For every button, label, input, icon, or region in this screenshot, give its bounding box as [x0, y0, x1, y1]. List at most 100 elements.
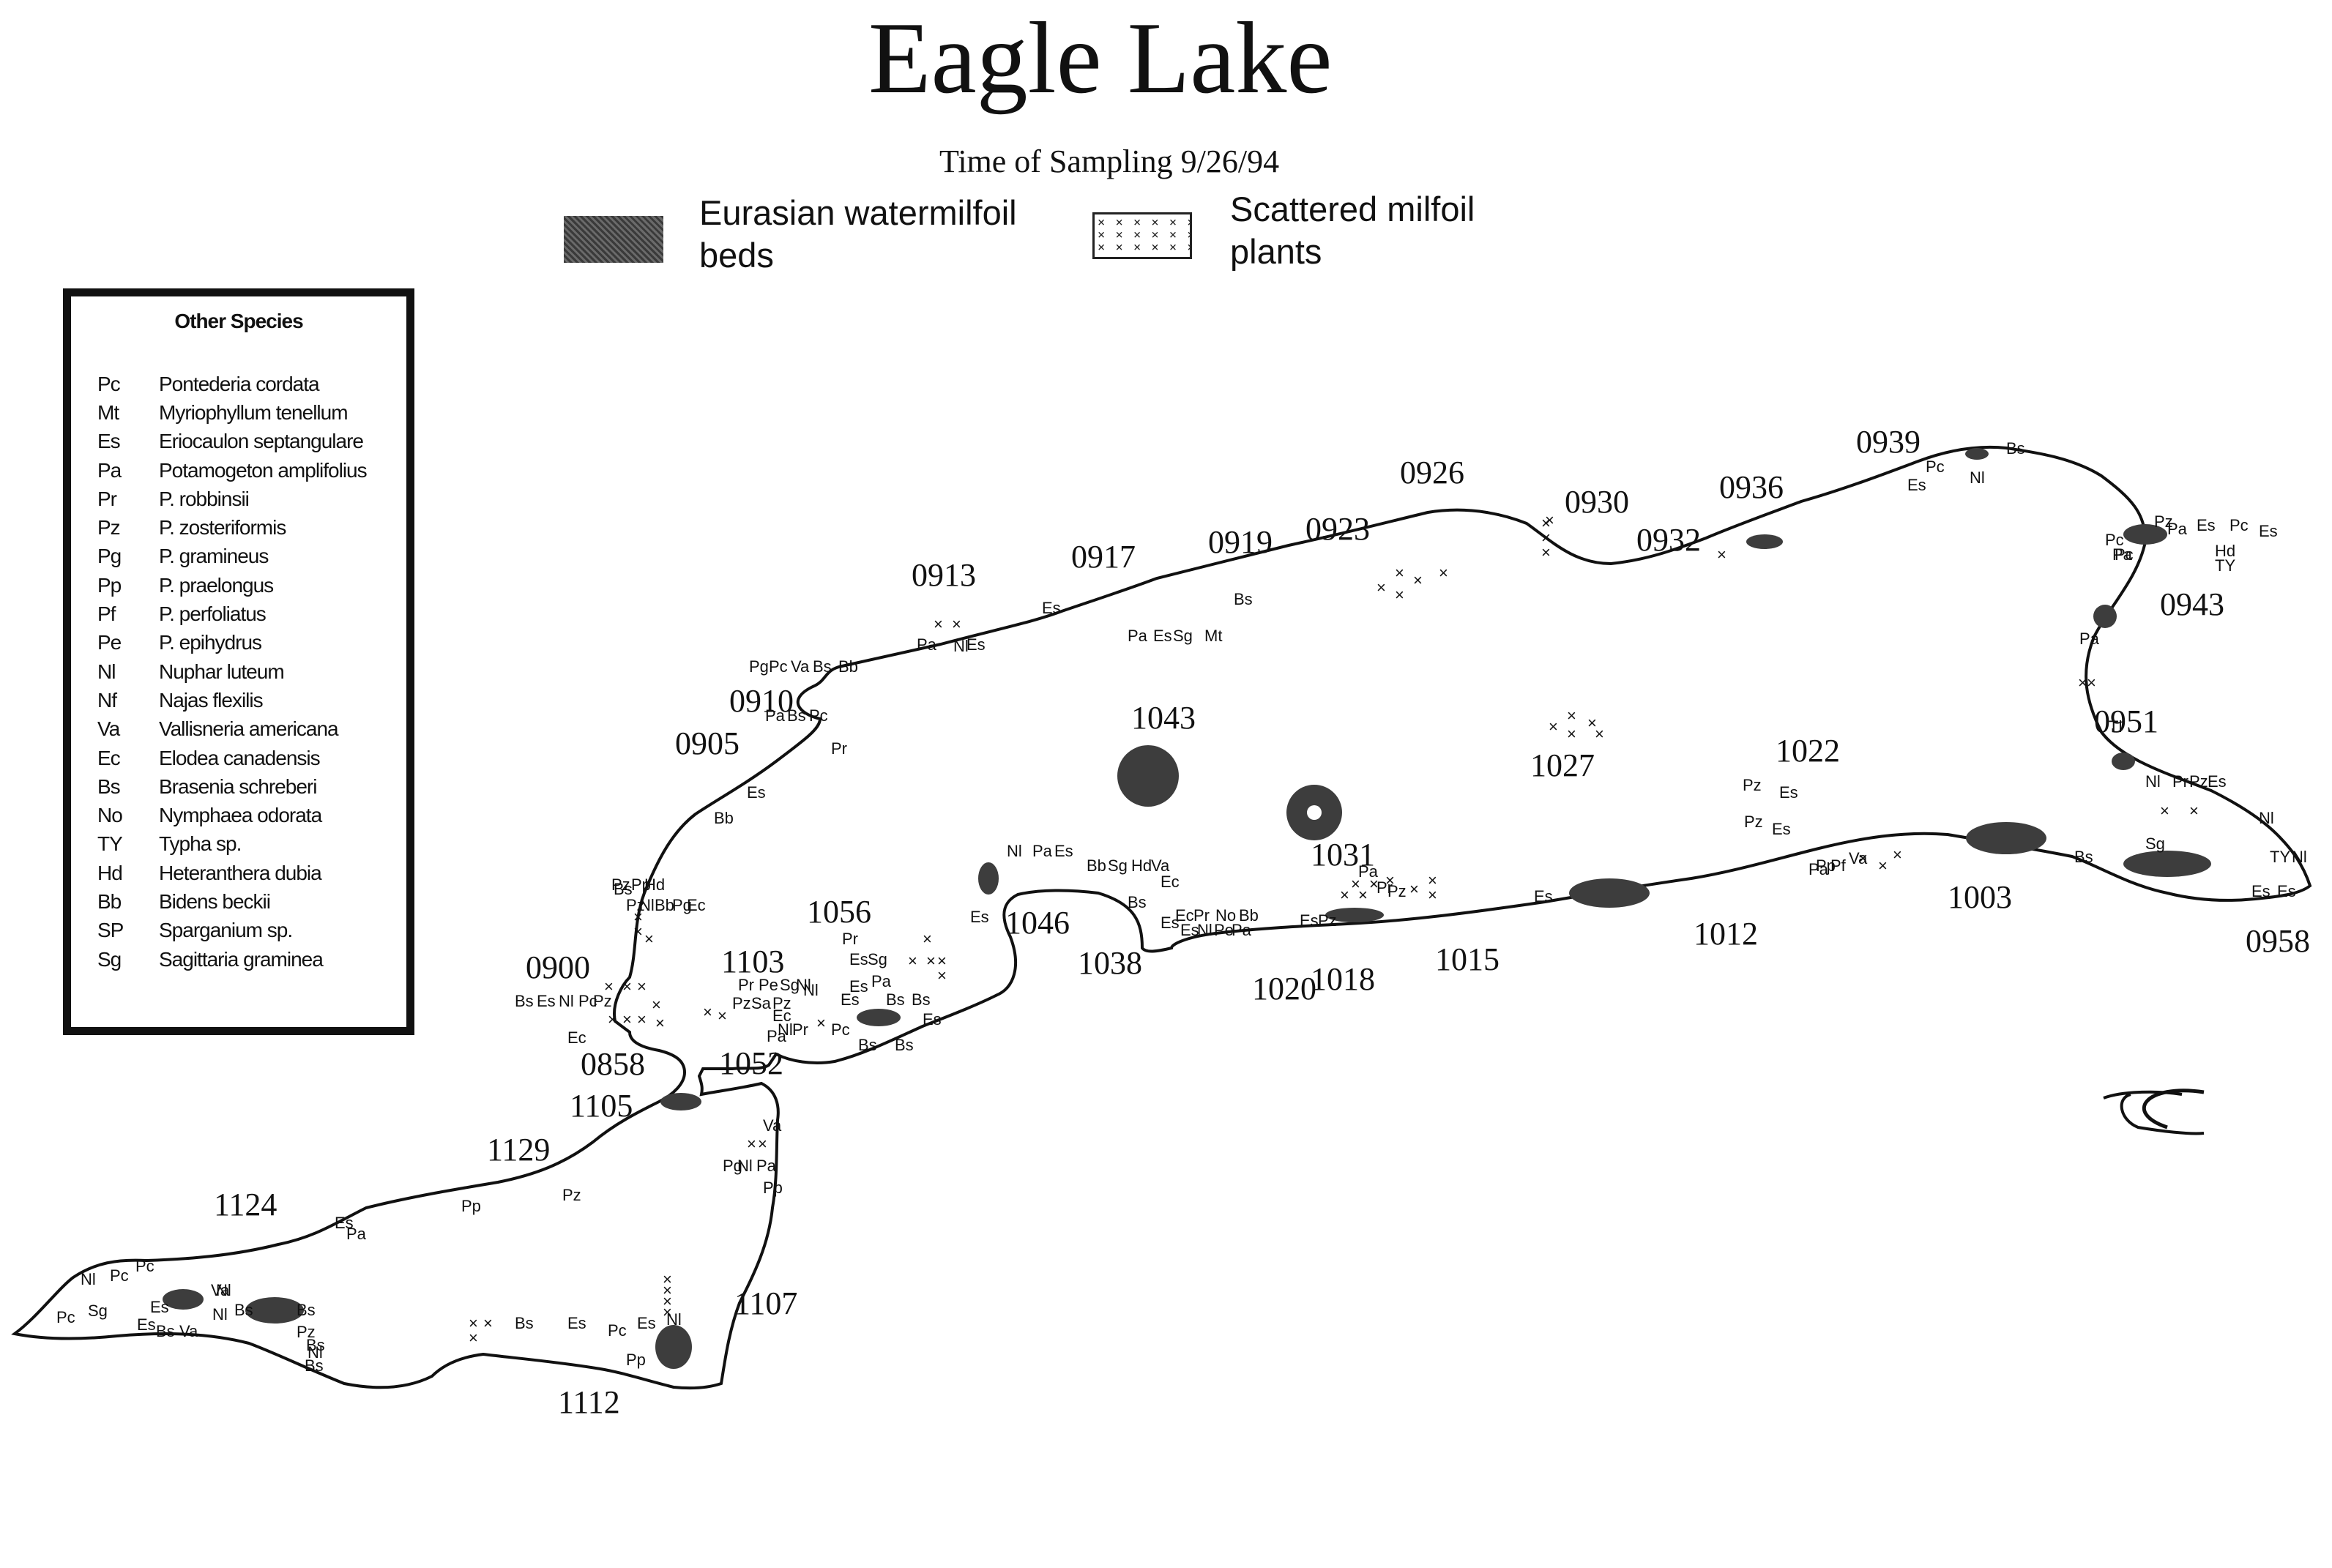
- species-mark: Sg: [1108, 856, 1128, 875]
- species-mark: Bs: [2074, 848, 2093, 866]
- species-mark: Pc: [578, 992, 597, 1010]
- milfoil-bed: [2093, 605, 2117, 628]
- site-label: 0919: [1208, 524, 1273, 560]
- species-mark: Pz: [732, 994, 751, 1012]
- species-mark: Nl: [2145, 772, 2161, 791]
- species-name: P. epihydrus: [159, 631, 262, 654]
- species-mark: Bs: [297, 1301, 316, 1319]
- scattered-plant-icon: ×: [758, 1135, 767, 1153]
- species-mark: Ec: [687, 896, 706, 914]
- species-mark: Es: [1153, 627, 1172, 645]
- scattered-plant-icon: ×: [2087, 673, 2096, 692]
- species-mark: Pr: [738, 976, 754, 994]
- species-code: Bs: [97, 774, 121, 798]
- species-mark: Bs: [614, 880, 633, 898]
- species-name: P. zosteriformis: [159, 516, 286, 540]
- species-mark: Pa: [871, 972, 892, 990]
- site-label: 0905: [675, 725, 740, 761]
- species-mark: Nl: [953, 637, 969, 655]
- species-mark: Pz: [1318, 911, 1337, 930]
- milfoil-bed: [245, 1297, 304, 1324]
- species-mark: Pa: [917, 635, 937, 654]
- site-label: 1031: [1311, 837, 1375, 873]
- scattered-plant-icon: ×: [1428, 871, 1437, 889]
- species-code: Es: [97, 430, 121, 453]
- scattered-plant-icon: ×: [1428, 886, 1437, 904]
- species-mark: Hd: [1131, 856, 1152, 875]
- site-label: 1046: [1005, 905, 1070, 941]
- species-mark: Ec: [1175, 906, 1194, 925]
- scattered-plant-icon: ×: [1549, 717, 1558, 736]
- species-mark: Pc: [56, 1308, 75, 1326]
- site-label: 0930: [1565, 484, 1629, 520]
- species-mark: Nl: [1970, 468, 1985, 487]
- species-mark: Hd: [2215, 542, 2235, 560]
- species-mark: Nl: [81, 1270, 96, 1288]
- scattered-plant-icon: ×: [1439, 564, 1448, 582]
- site-label: 1027: [1530, 747, 1595, 783]
- species-code: Pe: [97, 631, 122, 654]
- species-mark: Pr: [1193, 906, 1210, 925]
- scattered-plant-icon: ×: [622, 1010, 632, 1028]
- scattered-plant-icon: ×: [1409, 880, 1419, 898]
- scattered-plant-icon: ×: [937, 966, 947, 985]
- species-entry: Pe P. epihydrus: [97, 629, 367, 657]
- species-mark: Bs: [895, 1036, 914, 1054]
- species-mark: Nl: [666, 1310, 682, 1329]
- species-mark: Pr: [831, 739, 847, 758]
- scattered-plant-icon: ×: [816, 1014, 826, 1032]
- species-mark: Nl: [212, 1305, 228, 1324]
- milfoil-bed: [2123, 524, 2167, 545]
- species-mark: Pe: [1214, 921, 1234, 939]
- milfoil-bed: [2123, 851, 2211, 877]
- scattered-plant-icon: ×: [1545, 511, 1554, 529]
- site-label: 1056: [807, 894, 871, 930]
- species-name: Pontederia cordata: [159, 372, 320, 395]
- site-label: 1107: [734, 1285, 797, 1321]
- species-mark: Sg: [868, 950, 887, 968]
- species-mark: Pc: [608, 1321, 627, 1340]
- species-code: Ec: [97, 746, 121, 769]
- species-mark: Nl: [639, 896, 655, 914]
- species-mark: Es: [849, 977, 868, 996]
- species-mark: Nl: [1197, 921, 1212, 939]
- milfoil-beds: [163, 448, 2211, 1369]
- species-code: Pc: [97, 372, 121, 395]
- species-mark: Pc: [769, 657, 788, 676]
- site-label: 1022: [1776, 733, 1840, 769]
- species-mark: Pz: [2189, 772, 2208, 791]
- species-mark: Pr: [842, 930, 858, 948]
- site-label: 1103: [721, 944, 784, 979]
- species-mark: Es: [335, 1214, 354, 1232]
- species-mark: Es: [970, 908, 989, 926]
- species-mark: Pa: [765, 706, 786, 725]
- species-mark: Nl: [1007, 842, 1022, 860]
- species-mark: Sg: [88, 1302, 108, 1320]
- site-label: 0900: [526, 949, 590, 985]
- species-mark: Es: [137, 1315, 156, 1334]
- species-mark: Pa: [1032, 842, 1053, 860]
- species-name: Elodea canadensis: [159, 746, 321, 769]
- species-code: Va: [97, 717, 120, 741]
- species-mark: Pc: [809, 706, 828, 725]
- bed-clearing: [1307, 805, 1322, 820]
- species-mark: Pg: [723, 1157, 742, 1175]
- species-mark: TY: [2270, 848, 2290, 866]
- species-mark: Es: [567, 1314, 586, 1332]
- species-mark: Ec: [1161, 873, 1180, 891]
- species-mark: Pc: [2115, 545, 2134, 564]
- species-mark: Bs: [858, 1036, 877, 1054]
- scattered-plant-icon: ×: [1541, 514, 1551, 532]
- scattered-plant-icon: ×: [663, 1303, 672, 1321]
- species-mark: Es: [1779, 783, 1798, 802]
- milfoil-bed: [163, 1289, 204, 1310]
- species-mark: Es: [150, 1298, 169, 1316]
- site-label: 1003: [1948, 879, 2012, 915]
- species-mark: Nl: [2292, 848, 2307, 866]
- species-mark: Es: [2197, 516, 2216, 534]
- scattered-plant-icon: ×: [663, 1292, 672, 1310]
